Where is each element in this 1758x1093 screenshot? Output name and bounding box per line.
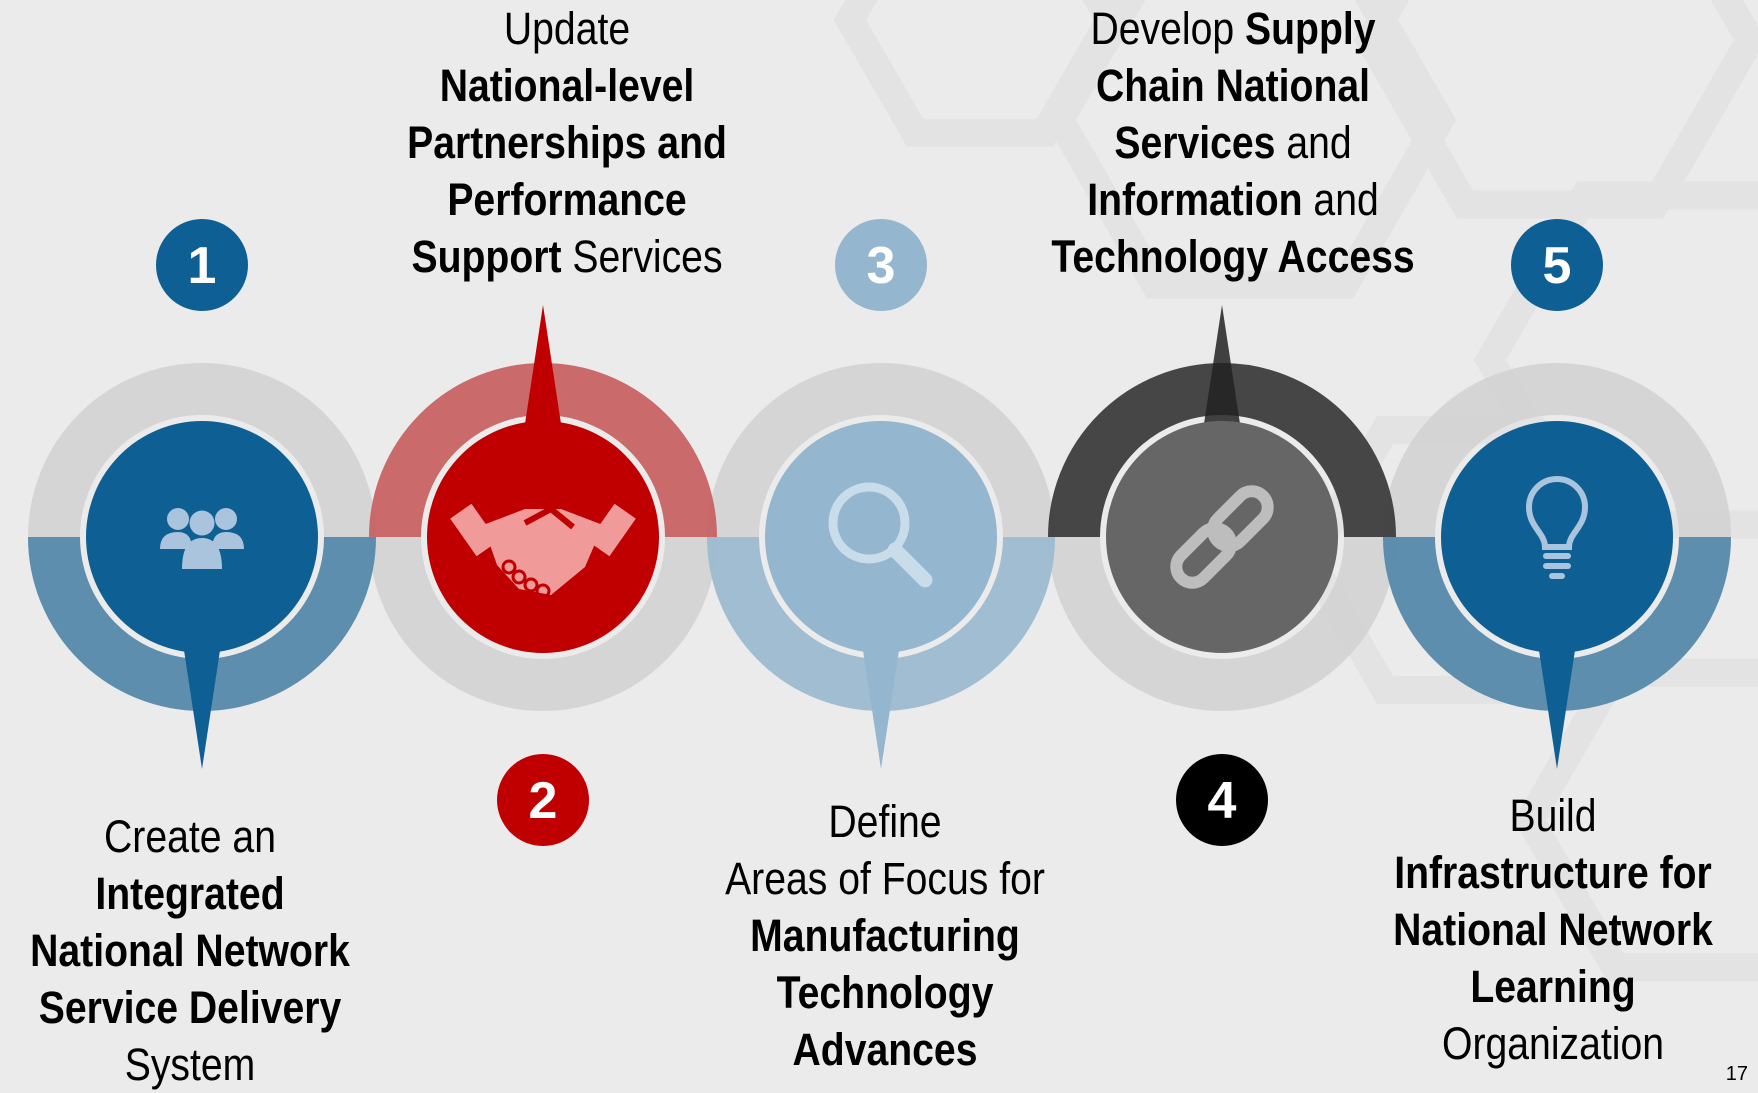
label-line: Infrastructure for — [1394, 847, 1712, 898]
label-line: National-level — [439, 60, 695, 111]
label-line: Update — [503, 3, 631, 54]
badge-circle — [156, 219, 248, 311]
label-line: Manufacturing — [750, 910, 1020, 961]
label-line: Support — [411, 231, 562, 282]
label-line: Technology — [776, 967, 994, 1018]
label-line: Advances — [792, 1024, 978, 1075]
step-4-label: Develop Supply Chain National Services a… — [1033, 0, 1433, 285]
label-line: Performance — [447, 174, 687, 225]
step-1-badge: 1 — [156, 219, 248, 311]
label-line: and — [1275, 117, 1352, 168]
step-5-disk — [1441, 421, 1673, 653]
handshake-icon — [450, 503, 636, 599]
step-5-badge: 5 — [1511, 219, 1603, 311]
label-line: Learning — [1470, 961, 1636, 1012]
hexagon-shape — [833, 0, 1127, 147]
step-4-badge: 4 — [1176, 754, 1268, 846]
step-number: 1 — [188, 237, 217, 295]
label-line: Services — [561, 231, 723, 282]
label-line: Supply — [1245, 3, 1376, 54]
label-line: Integrated — [95, 868, 285, 919]
label-line: Areas of Focus for — [725, 853, 1045, 904]
hexagon-shape — [1473, 181, 1758, 539]
step-2-pointer — [523, 305, 563, 437]
label-line: National Network — [1393, 904, 1713, 955]
label-line: Organization — [1442, 1018, 1664, 1069]
label-line: System — [124, 1039, 256, 1090]
step-number: 2 — [529, 772, 558, 830]
chain-link-icon — [1170, 485, 1274, 589]
step-3-pointer — [861, 637, 901, 769]
label-line: Create an — [104, 811, 276, 862]
label-line: Services — [1114, 117, 1276, 168]
label-line: National Network — [30, 925, 350, 976]
step-1-disk — [86, 421, 318, 653]
badge-circle — [1176, 754, 1268, 846]
label-line: Information — [1087, 174, 1303, 225]
page-number: 17 — [1725, 1063, 1748, 1085]
badge-circle — [1511, 219, 1603, 311]
label-line: Develop — [1090, 3, 1246, 54]
label-line: and — [1302, 174, 1379, 225]
people-group-icon — [160, 508, 244, 569]
label-line: Chain National — [1095, 60, 1371, 111]
step-2-label: Update National-level Partnerships and P… — [393, 0, 741, 285]
step-number: 4 — [1208, 772, 1237, 830]
hexagon-shape — [1513, 658, 1758, 982]
label-line: Define — [828, 796, 942, 847]
label-line: Service Delivery — [38, 982, 342, 1033]
step-number: 5 — [1543, 237, 1572, 295]
step-3-badge: 3 — [835, 219, 927, 311]
step-number: 3 — [867, 237, 896, 295]
label-line: Technology Access — [1051, 231, 1415, 282]
magnifier-icon — [828, 482, 933, 588]
lightbulb-icon — [1525, 476, 1589, 579]
step-2-badge: 2 — [497, 754, 589, 846]
badge-circle — [835, 219, 927, 311]
label-line: Build — [1509, 790, 1597, 841]
step-5-pointer — [1537, 637, 1577, 769]
step-3-disk — [765, 421, 997, 653]
badge-circle — [497, 754, 589, 846]
step-3-label: Define Areas of Focus for Manufacturing … — [702, 793, 1067, 1078]
label-line: Partnerships and — [407, 117, 727, 168]
step-1-pointer — [182, 637, 222, 769]
step-4-pointer — [1202, 305, 1242, 437]
step-5-label: Build Infrastructure for National Networ… — [1370, 787, 1735, 1072]
step-1-label: Create an Integrated National Network Se… — [25, 808, 356, 1093]
